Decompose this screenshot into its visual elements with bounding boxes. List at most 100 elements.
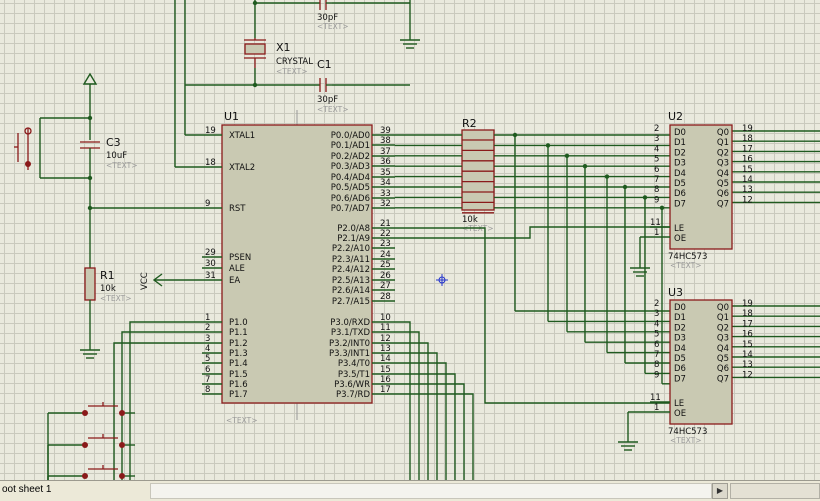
vcc-label: VCC xyxy=(140,272,150,290)
bus-wiring xyxy=(113,130,820,480)
schematic-svg[interactable]: 30pF <TEXT> X1 CRYSTAL <TEXT> C1 30pF <T… xyxy=(0,0,820,480)
u1-pin-num: 30 xyxy=(205,259,216,269)
u1-pin-num: 3 xyxy=(205,334,210,344)
u1-pin-num: 17 xyxy=(380,385,391,395)
latch-pin-num: 5 xyxy=(654,155,659,165)
u1-pin-num: 31 xyxy=(205,271,216,281)
reset-circuit[interactable] xyxy=(14,72,202,359)
latch-pin-num: 3 xyxy=(654,309,659,319)
u1-pin-name: P3.1/TXD xyxy=(331,328,371,338)
u1-pin-name: P1.1 xyxy=(229,328,248,338)
latch-pin-num: 14 xyxy=(742,350,753,360)
r2-ref: R2 xyxy=(462,117,477,130)
status-bar: oot sheet 1 ▶ xyxy=(0,480,820,501)
r2-resistor-pack[interactable] xyxy=(461,129,495,211)
u1-pin-num: 28 xyxy=(380,292,391,302)
latch-pin-num: 2 xyxy=(654,124,659,134)
latch-pin-name: Q4 xyxy=(717,344,729,354)
u1-pin-name: P1.6 xyxy=(229,380,248,390)
u1-pin-num: 5 xyxy=(205,354,210,364)
u1-pin-name: EA xyxy=(229,276,240,286)
latch-pin-name: D0 xyxy=(674,128,686,138)
x1-ref: X1 xyxy=(276,41,291,54)
latch-pin-name: D6 xyxy=(674,189,686,199)
c1-value: 30pF xyxy=(317,95,338,105)
latch-pin-name: Q5 xyxy=(717,354,729,364)
u1-pin-num: 1 xyxy=(205,313,210,323)
u1-pin-name: P2.5/A13 xyxy=(332,276,370,286)
latch-pin-name: Q7 xyxy=(717,374,729,384)
u1-pin-num: 37 xyxy=(380,147,391,157)
u3-part: 74HC573 xyxy=(668,427,707,437)
scroll-right-icon[interactable]: ▶ xyxy=(712,483,728,499)
latch-pin-num: 14 xyxy=(742,175,753,185)
u1-pin-name: P2.6/A14 xyxy=(332,286,370,296)
r1-value: 10k xyxy=(100,284,116,294)
key-buttons[interactable] xyxy=(47,402,135,480)
u1-pin-num: 25 xyxy=(380,260,391,270)
oscillator-circuit[interactable] xyxy=(174,0,420,168)
latch-pin-num: 18 xyxy=(742,309,753,319)
u1-pin-name: ALE xyxy=(229,264,245,274)
latch-pin-name: Q5 xyxy=(717,179,729,189)
c3-text: <TEXT> xyxy=(106,161,137,170)
latch-pin-name: D3 xyxy=(674,159,686,169)
u1-pin-name: P2.3/A11 xyxy=(332,255,370,265)
r2-rows xyxy=(395,134,640,214)
u3-ref: U3 xyxy=(668,286,683,299)
u1-pin-name: P1.0 xyxy=(229,318,248,328)
horizontal-scrollbar[interactable] xyxy=(150,483,712,499)
u1-pin-num: 39 xyxy=(380,126,391,136)
u1-pin-name: PSEN xyxy=(229,253,251,263)
u3-latch[interactable] xyxy=(669,299,733,425)
c2-value: 30pF xyxy=(317,13,338,23)
latch-pin-num: 6 xyxy=(654,340,659,350)
latch-pin-name: Q7 xyxy=(717,199,729,209)
u3-text: <TEXT> xyxy=(670,436,701,445)
u1-pin-name: P0.1/AD1 xyxy=(331,141,370,151)
latch-pin-num: 8 xyxy=(654,185,659,195)
u1-pin-name: P1.2 xyxy=(229,339,248,349)
u1-pin-num: 9 xyxy=(205,199,210,209)
u1-pin-name: P2.4/A12 xyxy=(332,265,370,275)
latch-pin-num: 17 xyxy=(742,319,753,329)
u1-pin-num: 14 xyxy=(380,354,391,364)
schematic-canvas[interactable]: 30pF <TEXT> X1 CRYSTAL <TEXT> C1 30pF <T… xyxy=(0,0,820,480)
x1-text: <TEXT> xyxy=(276,67,307,76)
u1-pin-num: 2 xyxy=(205,323,210,333)
latch-pin-num: 4 xyxy=(654,319,659,329)
latch-pin-num: 13 xyxy=(742,360,753,370)
latch-pin-num: 15 xyxy=(742,340,753,350)
u1-pin-name: P0.3/AD3 xyxy=(331,162,370,172)
u1-pin-name: P0.5/AD5 xyxy=(331,183,370,193)
u1-pin-name: P3.4/T0 xyxy=(338,359,370,369)
r1-ref: R1 xyxy=(100,269,115,282)
u2-latch[interactable] xyxy=(669,124,733,250)
vcc-terminal[interactable] xyxy=(152,273,202,287)
u1-pin-name: P3.7/RD xyxy=(336,390,370,400)
u1-pin-name: P2.0/A8 xyxy=(337,224,370,234)
u1-pin-num: 26 xyxy=(380,271,391,281)
status-sheet-label: oot sheet 1 xyxy=(2,484,52,495)
latch-pin-name: D5 xyxy=(674,354,686,364)
latch-pin-num: 12 xyxy=(742,370,753,380)
latch-pin-num: 16 xyxy=(742,155,753,165)
u1-pin-name: P1.7 xyxy=(229,390,248,400)
latch-pin-name: Q6 xyxy=(717,189,729,199)
u1-pin-num: 36 xyxy=(380,157,391,167)
scrollbar-thumb[interactable] xyxy=(730,483,820,499)
u1-mcu[interactable] xyxy=(221,110,373,420)
u1-pin-num: 13 xyxy=(380,344,391,354)
u2-ref: U2 xyxy=(668,110,683,123)
latch-pin-name: D5 xyxy=(674,179,686,189)
latch-pin-num: 18 xyxy=(742,134,753,144)
u1-pin-num: 33 xyxy=(380,189,391,199)
u1-pin-num: 38 xyxy=(380,136,391,146)
latch-pin-name: Q2 xyxy=(717,323,729,333)
u1-pin-num: 12 xyxy=(380,334,391,344)
u1-pin-num: 27 xyxy=(380,281,391,291)
latch-pin-num: 11 xyxy=(650,393,661,403)
latch-pin-name: Q1 xyxy=(717,138,729,148)
